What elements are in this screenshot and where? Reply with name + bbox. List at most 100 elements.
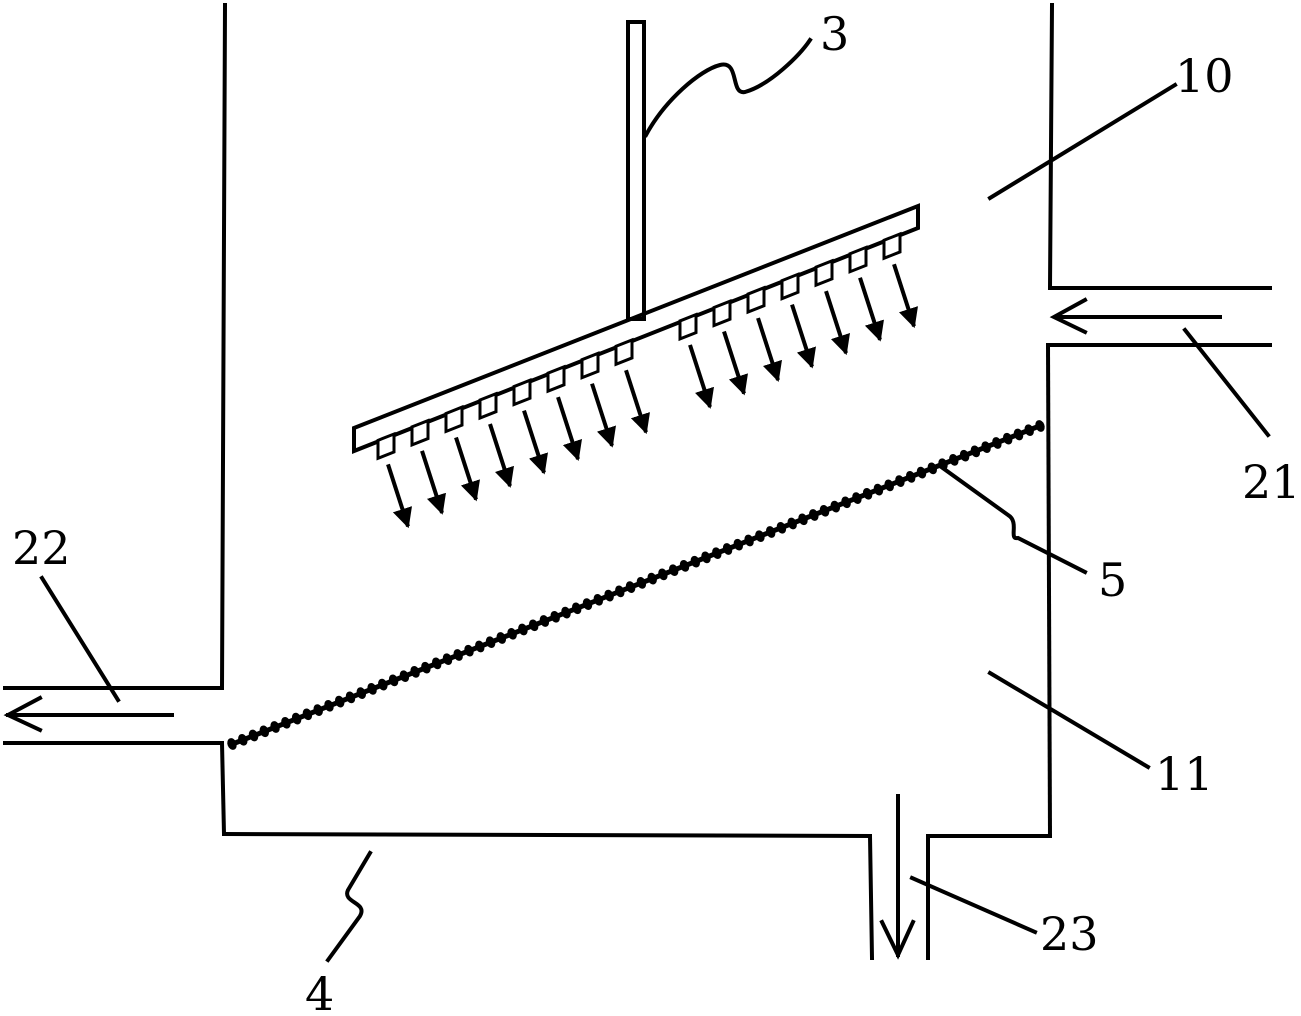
coil-turn — [884, 479, 894, 492]
coil-turn — [378, 678, 388, 691]
coil-turn — [582, 598, 593, 610]
coil-turn — [539, 615, 550, 627]
coil-turn — [949, 454, 959, 466]
leader-5 — [937, 463, 1088, 575]
leader-10 — [987, 82, 1178, 201]
coil-turn — [421, 661, 431, 674]
label-21: 21 — [1242, 455, 1301, 509]
nozzle — [780, 272, 800, 301]
inlet-21-arrow — [1049, 297, 1222, 335]
spray-arrow — [722, 330, 748, 396]
nozzle — [882, 231, 902, 261]
left-wall-lower — [219, 740, 227, 837]
coil-turn — [701, 551, 711, 564]
spray-arrow — [556, 396, 582, 462]
coil-turn — [927, 462, 938, 475]
coil-turn — [1002, 432, 1013, 445]
leader-3 — [643, 37, 813, 138]
coil-turn — [679, 560, 690, 572]
leader-lines — [39, 37, 1271, 963]
spray-arrow — [824, 290, 850, 356]
label-3: 3 — [820, 7, 849, 61]
bottom-wall — [221, 831, 873, 839]
coil-turn — [604, 589, 614, 602]
leader-23 — [909, 875, 1038, 935]
leader-21 — [1182, 327, 1271, 438]
coil-turn — [1024, 424, 1034, 437]
coil-turn — [571, 602, 582, 615]
nozzle — [444, 404, 464, 434]
coil-turn — [852, 492, 862, 504]
nozzle — [848, 245, 868, 274]
outlet-22-arrow — [3, 695, 174, 733]
nozzle — [410, 418, 430, 448]
coil-turn — [1013, 428, 1024, 441]
spray-arrow — [688, 344, 714, 409]
spray-arrow — [790, 303, 816, 369]
left-wall-upper — [219, 2, 228, 691]
label-23: 23 — [1040, 907, 1099, 961]
coil-turn — [593, 593, 604, 606]
coil-turn — [302, 708, 313, 721]
coil-turn — [1035, 420, 1045, 432]
coil-turn — [356, 687, 367, 699]
nozzle — [814, 258, 834, 288]
coil-turn — [561, 606, 571, 619]
coil-turn — [410, 666, 420, 678]
inclined-screen — [227, 420, 1045, 750]
coil-turn — [733, 538, 744, 551]
coil-turn — [636, 577, 647, 589]
spray-arrow — [386, 463, 412, 529]
spray-assembly — [352, 20, 920, 529]
spray-arrow — [420, 450, 446, 515]
spray-header — [352, 203, 920, 454]
label-5: 5 — [1098, 553, 1127, 607]
coil-turn — [453, 649, 463, 661]
right-wall-upper — [1047, 2, 1055, 291]
coil-turn — [895, 475, 905, 487]
coil-turn — [873, 483, 884, 496]
coil-turn — [959, 449, 970, 462]
coil-turn — [528, 619, 539, 632]
coil-turn — [367, 683, 377, 695]
coil-turn — [819, 504, 830, 517]
coil-turn — [248, 729, 259, 742]
coil-turn — [787, 517, 797, 530]
coil-turn — [507, 627, 517, 640]
flow-arrows — [3, 297, 1222, 960]
coil-turn — [765, 526, 776, 538]
spray-arrow — [756, 317, 782, 382]
nozzle — [580, 351, 600, 380]
coil-turn — [776, 521, 787, 534]
label-4: 4 — [305, 967, 334, 1016]
nozzle — [746, 285, 766, 315]
coil-turn — [238, 733, 248, 746]
coil-turn — [712, 547, 722, 560]
coil-turn — [485, 636, 496, 649]
spray-arrow — [454, 436, 480, 502]
nozzle — [478, 391, 498, 421]
spray-arrow — [488, 423, 514, 488]
nozzle — [376, 431, 396, 461]
coil-turn — [690, 555, 701, 568]
label-10: 10 — [1175, 49, 1234, 103]
spray-droplet-arrows — [386, 263, 918, 529]
coil-turn — [658, 568, 668, 581]
nozzle — [712, 298, 732, 328]
coil-turn — [388, 674, 399, 687]
coil-turn — [291, 712, 302, 725]
feed-pipe — [626, 20, 646, 321]
coil-turn — [668, 564, 679, 577]
spray-arrow — [858, 277, 884, 342]
coil-turn — [992, 437, 1002, 449]
leader-22 — [39, 575, 121, 703]
label-11: 11 — [1155, 747, 1214, 801]
coil-turn — [550, 610, 560, 623]
coil-turn — [744, 534, 754, 547]
coil-turn — [970, 445, 981, 458]
coil-turn — [625, 581, 636, 593]
label-22: 22 — [12, 521, 71, 575]
leader-4 — [325, 850, 373, 963]
coil-turn — [496, 632, 507, 644]
